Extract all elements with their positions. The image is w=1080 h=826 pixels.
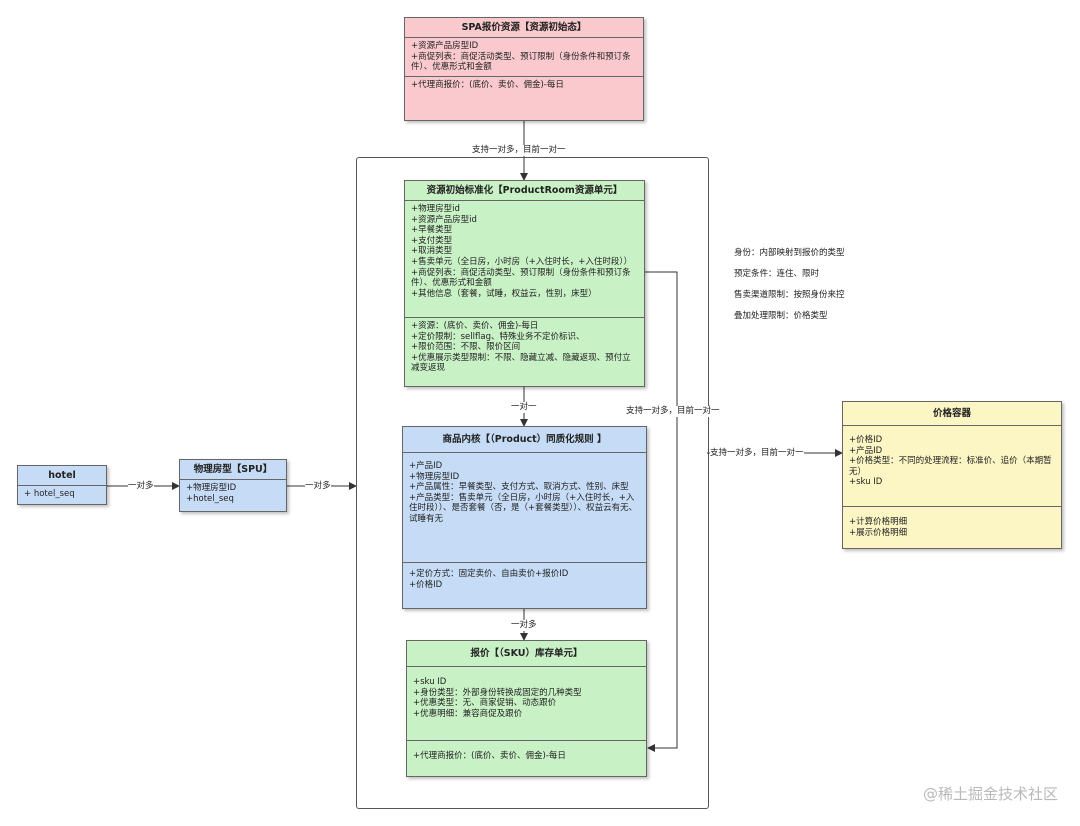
arrow-right-loop — [645, 271, 678, 752]
attr-line: +代理商报价：(底价、卖价、佣金)-每日 — [411, 80, 564, 90]
product-title: 商品内核【（Product）同质化规则 】 — [403, 427, 646, 453]
attr-line: +hotel_seq — [186, 493, 234, 504]
attr-line: +价格类型：不同的处理流程：标准价、追价（本期暂无） — [849, 456, 1052, 477]
product-box[interactable]: 商品内核【（Product）同质化规则 】 +产品ID +物理房型ID +产品属… — [402, 426, 647, 609]
label-product-to-sku: 一对多 — [511, 620, 537, 631]
productroom-box[interactable]: 资源初始标准化【ProductRoom资源单元】 +物理房型id +资源产品房型… — [404, 180, 645, 387]
attr-line: +代理商报价：(底价、卖价、佣金)-每日 — [413, 751, 566, 761]
attr-line: +产品ID — [849, 445, 883, 456]
attr-line: +限价范围：不限、限价区间 — [411, 342, 521, 353]
spa-resource-methods: +代理商报价：(底价、卖价、佣金)-每日 — [405, 76, 643, 94]
product-model-frame — [356, 157, 709, 809]
attr-line: +售卖单元（全日房，小时房（+入住时长，+入住时段）） — [411, 256, 633, 267]
product-methods: +定价方式：固定卖价、自由卖价+报价ID +价格ID — [403, 562, 646, 593]
price-container-attributes: +价格ID +产品ID +价格类型：不同的处理流程：标准价、追价（本期暂无） +… — [843, 426, 1061, 506]
hotel-attributes: + hotel_seq — [18, 486, 106, 503]
note-channel-limit: 售卖渠道限制：按照身份来控 — [734, 290, 845, 300]
label-right-loop: 支持一对多，目前一对一 — [626, 406, 720, 417]
attr-line: +价格ID — [409, 579, 443, 590]
price-container-box[interactable]: 价格容器 +价格ID +产品ID +价格类型：不同的处理流程：标准价、追价（本期… — [842, 401, 1062, 549]
attr-line: +支付类型 — [411, 235, 453, 246]
attr-line: +展示价格明细 — [849, 527, 908, 538]
attr-line: +其他信息（套餐，试睡，权益云，性别，床型） — [411, 288, 597, 299]
note-identity: 身份：内部映射到报价的类型 — [734, 248, 845, 258]
attr-line: +取消类型 — [411, 246, 453, 257]
sku-attributes: +sku ID +身份类型：外部身份转换成固定的几种类型 +优惠类型：无、商家促… — [407, 667, 646, 740]
label-frame-to-price: 支持一对多，目前一对一 — [710, 448, 804, 459]
attr-line: +优惠明细：兼容商促及跟价 — [413, 708, 523, 719]
attr-line: +产品属性：早餐类型、支付方式、取消方式、性别、床型 — [409, 482, 629, 493]
spa-resource-title: SPA报价资源【资源初始态】 — [405, 18, 643, 38]
label-spa-to-productroom: 支持一对多，目前一对一 — [472, 145, 566, 156]
spu-attributes: +物理房型ID +hotel_seq — [180, 480, 286, 507]
attr-line: +产品ID — [409, 461, 443, 471]
productroom-methods: +资源：(底价、卖价、佣金)-每日 +定价限制：sellflag、特殊业务不定价… — [405, 317, 644, 377]
hotel-box[interactable]: hotel + hotel_seq — [17, 465, 107, 505]
attr-line: +定价限制：sellflag、特殊业务不定价标识、 — [411, 331, 585, 342]
label-productroom-to-product: 一对一 — [511, 402, 537, 413]
watermark: @稀土掘金技术社区 — [922, 785, 1058, 803]
label-spu-to-frame: 一对多 — [305, 481, 331, 492]
spu-title: 物理房型【SPU】 — [180, 460, 286, 480]
attr-line: +物理房型id — [411, 204, 460, 214]
attr-line: +资源：(底价、卖价、佣金)-每日 — [411, 321, 539, 331]
attr-line: +产品类型：售卖单元（全日房，小时房（+入住时长，+入住时段））、是否套餐（否，… — [409, 492, 638, 524]
hotel-title: hotel — [18, 466, 106, 486]
attr-line: +商促列表：商促活动类型、预订限制（身份条件和预订条件）、优惠形式和金额 — [411, 51, 631, 73]
attr-line: +定价方式：固定卖价、自由卖价+报价ID — [409, 569, 569, 579]
attr-line: +资源产品房型id — [411, 214, 477, 225]
spu-box[interactable]: 物理房型【SPU】 +物理房型ID +hotel_seq — [179, 459, 287, 512]
price-container-title: 价格容器 — [843, 402, 1061, 426]
attr-line: +价格ID — [849, 435, 883, 445]
attr-line: +物理房型ID — [409, 471, 460, 482]
attr-line: +资源产品房型ID — [411, 41, 479, 51]
spa-resource-box[interactable]: SPA报价资源【资源初始态】 +资源产品房型ID +商促列表：商促活动类型、预订… — [404, 17, 644, 121]
sku-box[interactable]: 报价【（SKU）库存单元】 +sku ID +身份类型：外部身份转换成固定的几种… — [406, 640, 647, 777]
productroom-attributes: +物理房型id +资源产品房型id +早餐类型 +支付类型 +取消类型 +售卖单… — [405, 201, 644, 317]
attr-line: +优惠类型：无、商家促销、动态跟价 — [413, 698, 557, 709]
attr-line: +计算价格明细 — [849, 517, 908, 527]
attr-line: +sku ID — [849, 477, 883, 488]
spa-resource-attributes: +资源产品房型ID +商促列表：商促活动类型、预订限制（身份条件和预订条件）、优… — [405, 38, 643, 76]
productroom-title: 资源初始标准化【ProductRoom资源单元】 — [405, 181, 644, 201]
attr-line: +物理房型ID — [186, 483, 237, 493]
attr-line: + hotel_seq — [24, 489, 75, 499]
product-attributes: +产品ID +物理房型ID +产品属性：早餐类型、支付方式、取消方式、性别、床型… — [403, 453, 646, 562]
attr-line: +早餐类型 — [411, 225, 453, 236]
note-stacking-limit: 叠加处理限制：价格类型 — [734, 311, 828, 321]
sku-methods: +代理商报价：(底价、卖价、佣金)-每日 — [407, 740, 646, 765]
note-booking-conditions: 预定条件：连住、限时 — [734, 269, 820, 279]
attr-line: +商促列表：商促活动类型、预订限制（身份条件和预订条件）、优惠形式和金额 — [411, 267, 631, 289]
price-container-methods: +计算价格明细 +展示价格明细 — [843, 506, 1061, 541]
label-hotel-to-spu: 一对多 — [128, 481, 154, 492]
attr-line: +优惠展示类型限制：不限、隐藏立减、隐藏返现、预付立减变返现 — [411, 352, 631, 374]
attr-line: +sku ID — [413, 677, 447, 687]
sku-title: 报价【（SKU）库存单元】 — [407, 641, 646, 667]
attr-line: +身份类型：外部身份转换成固定的几种类型 — [413, 687, 582, 698]
